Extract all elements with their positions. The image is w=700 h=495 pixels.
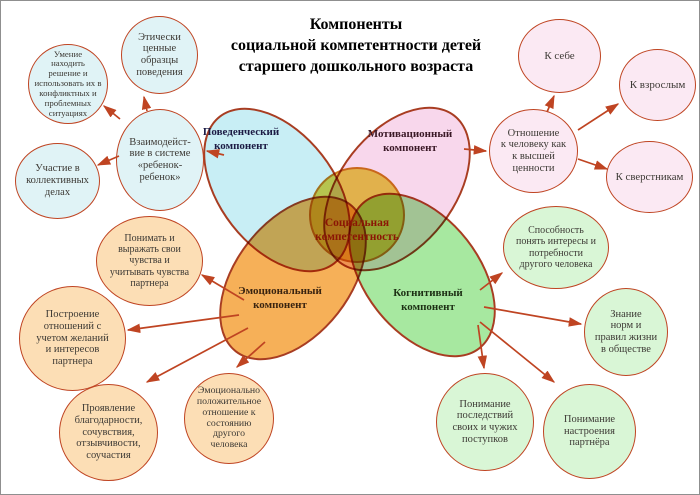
arrow-interaction-to-solutions bbox=[102, 105, 121, 120]
bubble-partner-mood: Понимание настроения партнёра bbox=[543, 384, 636, 479]
bubble-person-highest-value: Отношение к человеку как к высшей ценнос… bbox=[489, 109, 578, 193]
bubble-understand-express-feelings: Понимать и выражать свои чувства и учиты… bbox=[96, 216, 203, 306]
bubble-building-relationships: Построение отношений с учетом желаний и … bbox=[19, 286, 126, 391]
page-title: Компоненты социальной компетентности дет… bbox=[230, 16, 482, 75]
bubble-consequences-actions: Понимание последствий своих и чужих пост… bbox=[436, 373, 534, 471]
bubble-collective-participation: Участие в коллективных делах bbox=[15, 143, 100, 219]
venn-center-circle bbox=[309, 167, 405, 263]
venn-label-behavioral: Поведенческий компонент bbox=[202, 126, 280, 152]
bubble-to-self: К себе bbox=[518, 19, 601, 93]
venn-label-center: Социальная компетентность bbox=[315, 217, 399, 244]
venn-label-emotional: Эмоциональный компонент bbox=[238, 285, 322, 311]
bubble-gratitude-sympathy: Проявление благодарности, сочувствия, от… bbox=[59, 384, 158, 481]
bubble-positive-attitude-state: Эмоционально положительное отношение к с… bbox=[184, 373, 274, 464]
venn-label-cognitive: Когнитивный компонент bbox=[393, 287, 463, 313]
bubble-to-adults: К взрослым bbox=[619, 49, 696, 121]
bubble-to-peers: К сверстникам bbox=[606, 141, 693, 213]
arrow-value-to-self bbox=[544, 94, 555, 113]
bubble-ethical-patterns: Этически ценные образцы поведения bbox=[121, 16, 198, 94]
venn-label-motivational: Мотивационный компонент bbox=[367, 128, 453, 154]
bubble-understand-interests-needs: Способность понять интересы и потребност… bbox=[503, 206, 609, 289]
bubble-child-child-interaction: Взаимодейст- вие в системе «ребенок- реб… bbox=[116, 109, 204, 211]
arrow-value-to-peers bbox=[577, 158, 609, 170]
arrow-cognitive-to-norms bbox=[483, 306, 583, 327]
arrow-interaction-to-ethical bbox=[141, 95, 152, 112]
arrow-value-to-adults bbox=[577, 103, 620, 131]
bubble-finding-solutions: Умение находить решение и использовать и… bbox=[28, 44, 108, 124]
bubble-norms-rules: Знание норм и правил жизни в обществе bbox=[584, 288, 668, 376]
